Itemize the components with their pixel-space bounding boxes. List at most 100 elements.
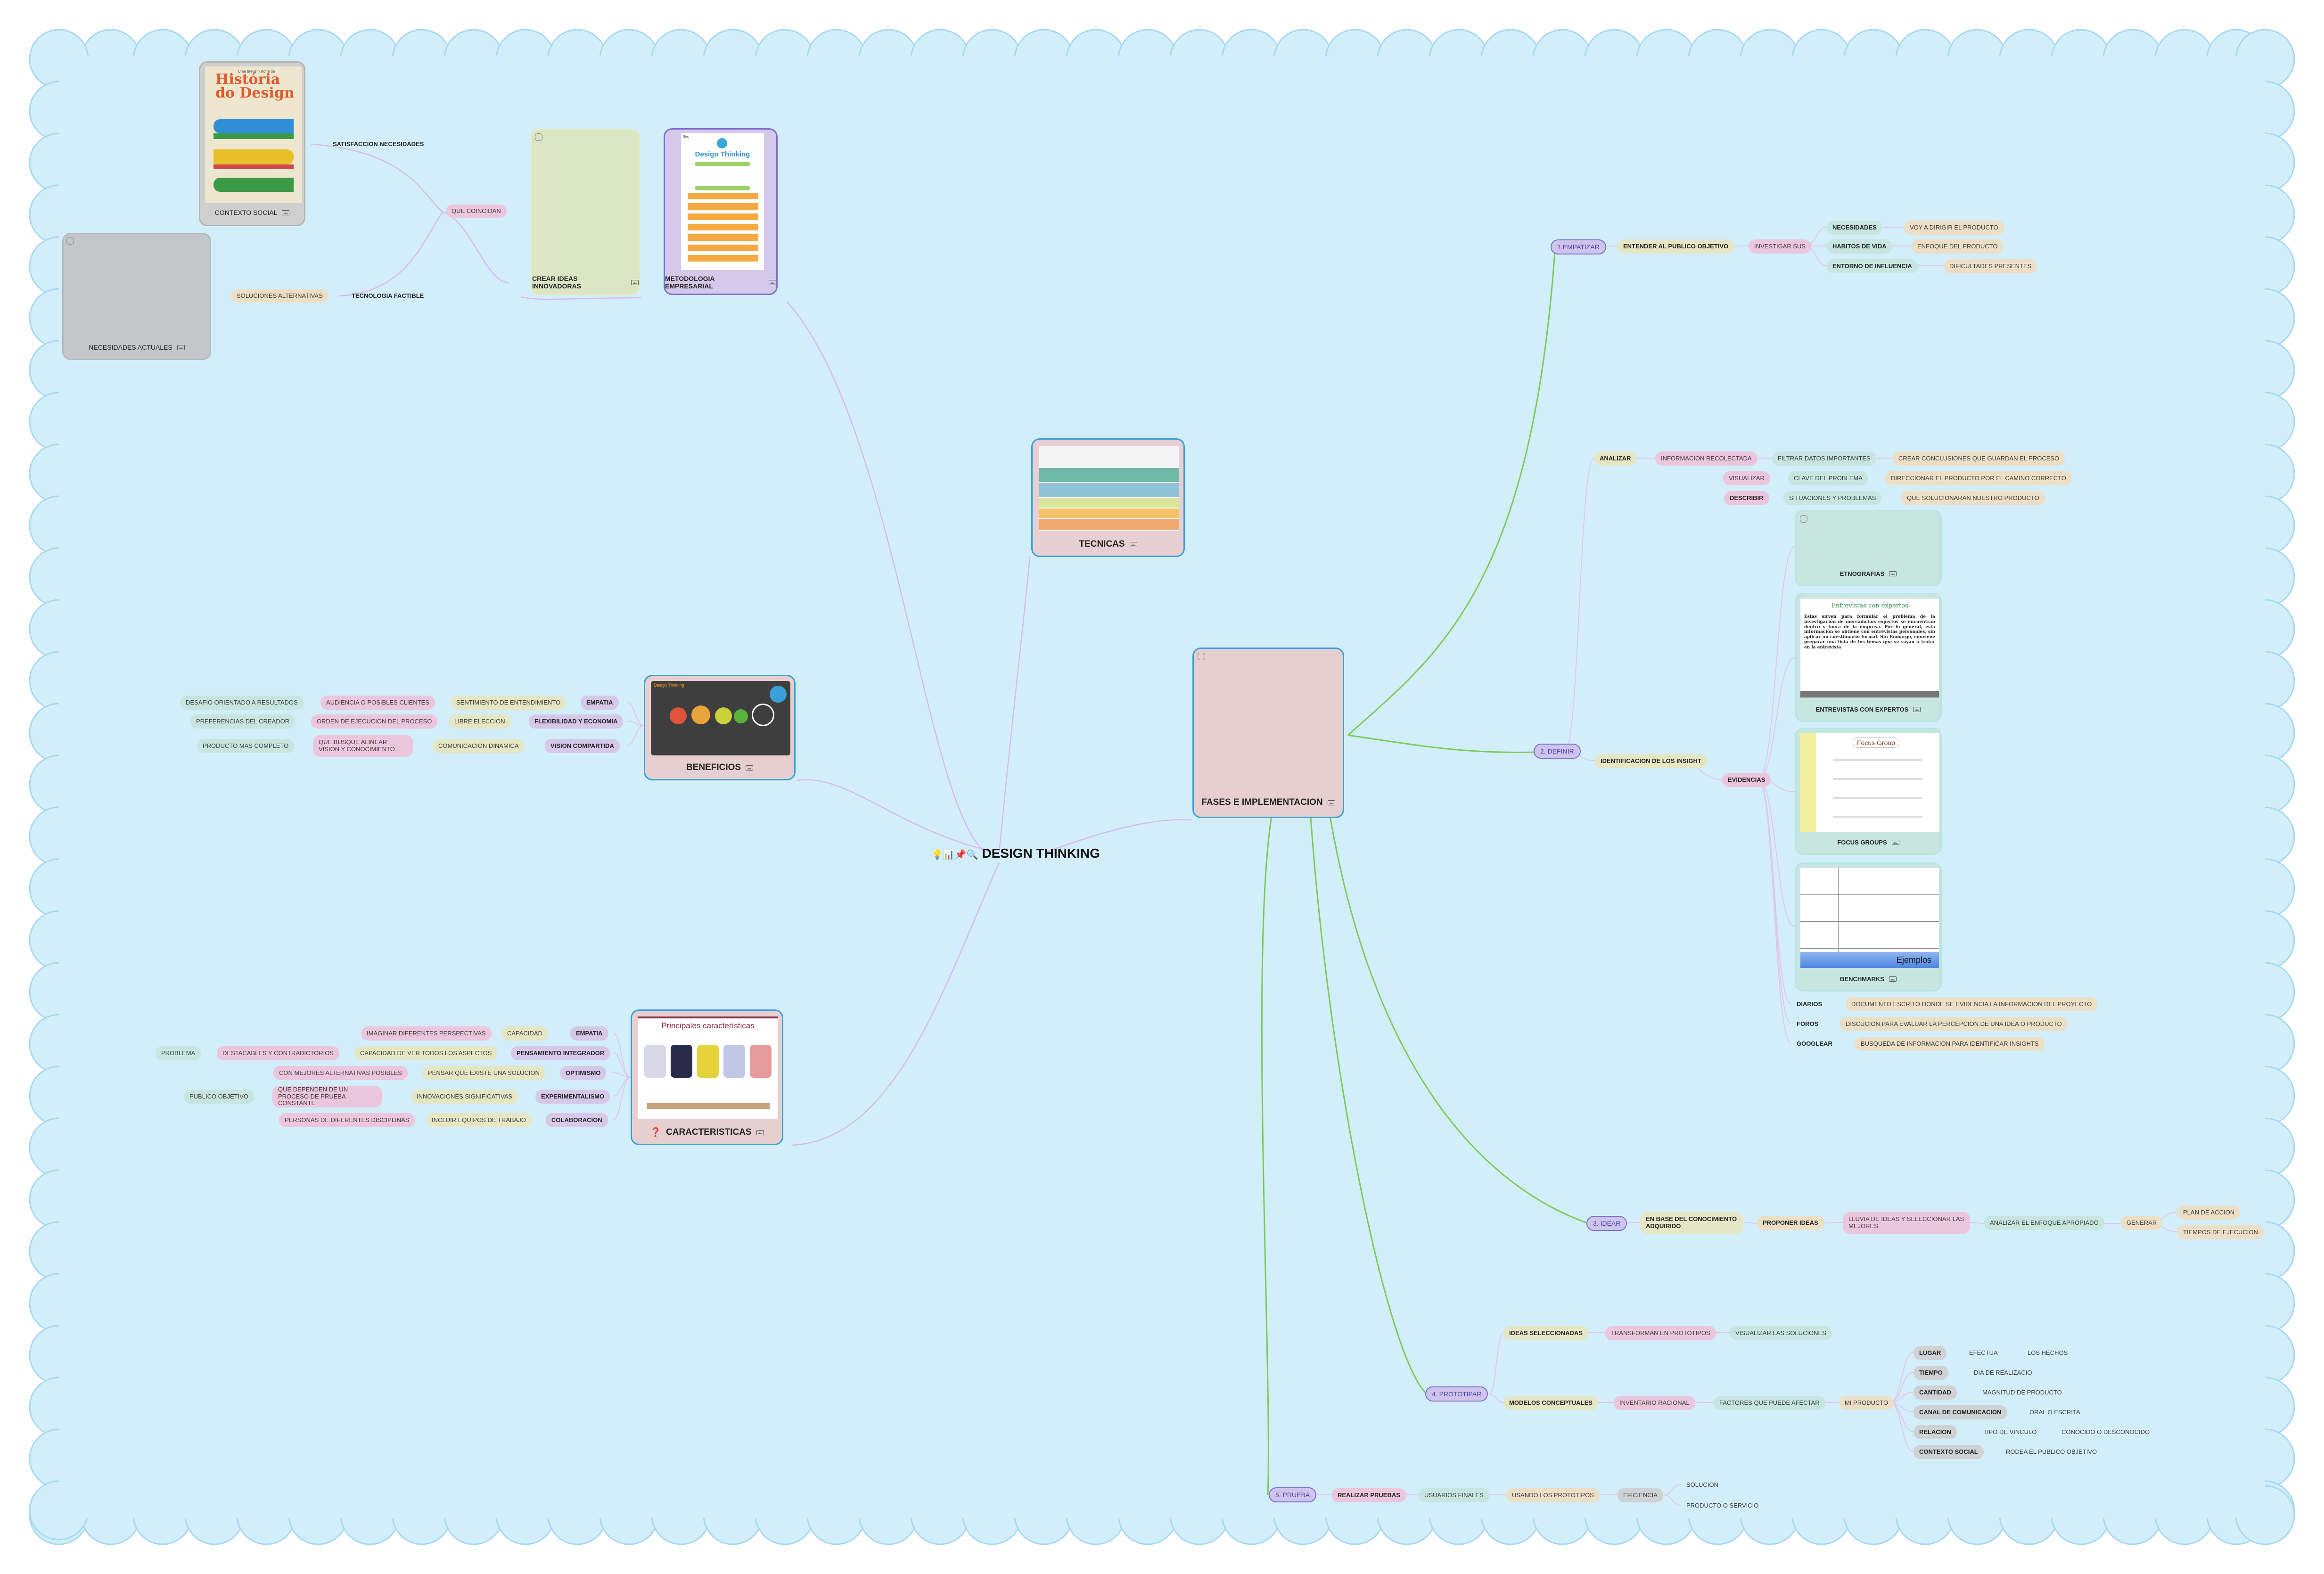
proto-cantidad[interactable]: CANTIDAD — [1913, 1385, 1957, 1400]
proto-tiempo[interactable]: TIEMPO — [1913, 1366, 1948, 1380]
metodologia-card[interactable]: Sinc Design Thinking METODOLOGIA EMPRESA… — [664, 128, 778, 295]
proto-inventario[interactable]: INVENTARIO RACIONAL — [1614, 1396, 1695, 1410]
emp-entender[interactable]: ENTENDER AL PUBLICO OBJETIVO — [1618, 239, 1734, 254]
car-empatia[interactable]: EMPATIA — [570, 1026, 608, 1041]
def-analizar[interactable]: ANALIZAR — [1594, 451, 1637, 466]
prueba-usuarios[interactable]: USUARIOS FINALES — [1419, 1488, 1489, 1502]
def-crear-conclusiones[interactable]: CREAR CONCLUSIONES QUE GUARDAN EL PROCES… — [1893, 451, 2065, 466]
proto-rodea[interactable]: RODEA EL PUBLICO OBJETIVO — [2006, 1448, 2097, 1455]
prueba-eficiencia[interactable]: EFICIENCIA — [1618, 1488, 1663, 1502]
tecnicas-card[interactable]: TECNICAS — [1031, 438, 1185, 557]
benef-flexibilidad[interactable]: FLEXIBILIDAD Y ECONOMIA — [529, 714, 624, 729]
def-describir[interactable]: DESCRIBIR — [1724, 491, 1769, 505]
car-capacidad[interactable]: CAPACIDAD — [501, 1026, 548, 1041]
emp-habitos[interactable]: HABITOS DE VIDA — [1827, 239, 1892, 254]
historia-card[interactable]: Uma breve história da História do Design… — [199, 61, 305, 226]
emp-investigar[interactable]: INVESTIGAR SUS — [1749, 239, 1812, 254]
emp-entorno[interactable]: ENTORNO DE INFLUENCIA — [1827, 259, 1918, 273]
def-diarios-desc[interactable]: DOCUMENTO ESCRITO DONDE SE EVIDENCIA LA … — [1846, 997, 2098, 1011]
def-informacion[interactable]: INFORMACION RECOLECTADA — [1655, 451, 1757, 466]
necesidades-card[interactable]: NECESIDADES ACTUALES — [62, 233, 211, 360]
benef-libre[interactable]: LIBRE ELECCION — [449, 714, 511, 729]
car-publico[interactable]: PUBLICO OBJETIVO — [184, 1090, 254, 1104]
proto-canal[interactable]: CANAL DE COMUNICACION — [1913, 1405, 2007, 1419]
idear-lluvia[interactable]: LLUVIA DE IDEAS Y SELECCIONAR LAS MEJORE… — [1843, 1212, 1970, 1234]
car-capacidad-ver[interactable]: CAPACIDAD DE VER TODOS LOS ASPECTOS — [354, 1046, 498, 1060]
prueba-realizar[interactable]: REALIZAR PRUEBAS — [1332, 1488, 1406, 1502]
proto-factores[interactable]: FACTORES QUE PUEDE AFECTAR — [1714, 1396, 1825, 1410]
benef-producto[interactable]: PRODUCTO MAS COMPLETO — [197, 739, 295, 753]
beneficios-card[interactable]: Design Thinking BENEFICIOS — [644, 675, 796, 780]
benef-audiencia[interactable]: AUDIENCIA O POSIBLES CLIENTES — [320, 696, 435, 710]
def-foros-desc[interactable]: DISCUCION PARA EVALUAR LA PERCEPCION DE … — [1840, 1017, 2068, 1031]
car-innovaciones[interactable]: INNOVACIONES SIGNIFICATIVAS — [411, 1090, 518, 1104]
phase-definir[interactable]: 2. DEFINIR — [1534, 744, 1581, 759]
benef-orden[interactable]: ORDEN DE EJECUCION DEL PROCESO — [311, 714, 438, 729]
proto-los-hechos[interactable]: LOS HECHOS — [2028, 1349, 2068, 1356]
def-diarios[interactable]: DIARIOS — [1797, 1000, 1823, 1008]
que-coincidan[interactable]: QUE COINCIDAN — [446, 205, 507, 218]
phase-empatizar[interactable]: 1.EMPATIZAR — [1551, 239, 1606, 254]
benef-desafio[interactable]: DESAFIO ORIENTADO A RESULTADOS — [180, 696, 304, 710]
benchmarks-card[interactable]: Ejemplos BENCHMARKS — [1795, 862, 1942, 992]
proto-oral[interactable]: ORAL O ESCRITA — [2029, 1408, 2080, 1416]
car-optimismo[interactable]: OPTIMISMO — [560, 1066, 607, 1080]
benef-preferencias[interactable]: PREFERENCIAS DEL CREADOR — [190, 714, 296, 729]
phase-idear[interactable]: 3. IDEAR — [1586, 1216, 1627, 1231]
proto-transforman[interactable]: TRANSFORMAN EN PROTOTIPOS — [1605, 1326, 1716, 1340]
idear-tiempos[interactable]: TIEMPOS DE EJECUCION — [2177, 1225, 2264, 1239]
def-evidencias[interactable]: EVIDENCIAS — [1722, 773, 1771, 787]
proto-magnitud[interactable]: MAGNITUD DE PRODUCTO — [1982, 1388, 2062, 1396]
emp-voy[interactable]: VOY A DIRIGIR EL PRODUCTO — [1904, 221, 2004, 235]
benef-vision[interactable]: VISION COMPARTIDA — [545, 739, 620, 753]
benef-empatia[interactable]: EMPATIA — [581, 696, 619, 710]
car-que-dependen[interactable]: QUE DEPENDEN DE UN PROCESO DE PRUEBA CON… — [272, 1086, 382, 1107]
fases-card[interactable]: FASES E IMPLEMENTACION — [1192, 648, 1344, 818]
idear-analizar[interactable]: ANALIZAR EL ENFOQUE APROPIADO — [1984, 1216, 2104, 1230]
proto-mi-producto[interactable]: MI PRODUCTO — [1839, 1396, 1894, 1410]
def-situaciones[interactable]: SITUACIONES Y PROBLEMAS — [1783, 491, 1882, 505]
car-mejores[interactable]: CON MEJORES ALTERNATIVAS POSIBLES — [273, 1066, 408, 1080]
car-problema[interactable]: PROBLEMA — [156, 1046, 201, 1060]
def-que-solucionaran[interactable]: QUE SOLUCIONARAN NUESTRO PRODUCTO — [1901, 491, 2045, 505]
def-visualizar[interactable]: VISUALIZAR — [1723, 471, 1770, 485]
benef-comunicacion[interactable]: COMUNICACION DINAMICA — [433, 739, 525, 753]
prueba-usando[interactable]: USANDO LOS PROTOTIPOS — [1506, 1488, 1600, 1502]
proto-relacion[interactable]: RELACION — [1913, 1425, 1957, 1439]
prueba-producto[interactable]: PRODUCTO O SERVICIO — [1686, 1501, 1759, 1509]
car-experimentalismo[interactable]: EXPERIMENTALISMO — [535, 1090, 610, 1104]
crear-ideas-card[interactable]: CREAR IDEAS INNOVADORAS — [531, 129, 640, 295]
focus-card[interactable]: Focus Group FOCUS GROUPS — [1795, 728, 1942, 855]
central-topic[interactable]: 💡📊📌🔍 DESIGN THINKING — [931, 846, 1100, 861]
car-destacables[interactable]: DESTACABLES Y CONTRADICTORIOS — [217, 1046, 339, 1060]
def-direccionar[interactable]: DIRECCIONAR EL PRODUCTO POR EL CAMINO CO… — [1885, 471, 2072, 485]
emp-dificultades[interactable]: DIFICULTADES PRESENTES — [1944, 259, 2037, 273]
car-personas[interactable]: PERSONAS DE DIFERENTES DISCIPLINAS — [279, 1113, 415, 1127]
etnografias-card[interactable]: ETNOGRAFIAS — [1795, 510, 1942, 586]
def-foros[interactable]: FOROS — [1797, 1020, 1819, 1027]
def-clave[interactable]: CLAVE DEL PROBLEMA — [1788, 471, 1868, 485]
car-pensamiento[interactable]: PENSAMIENTO INTEGRADOR — [511, 1046, 610, 1060]
prueba-solucion[interactable]: SOLUCION — [1686, 1481, 1718, 1488]
tecnologia-factible[interactable]: TECNOLOGIA FACTIBLE — [352, 292, 424, 299]
entrevistas-card[interactable]: Entrevistas con expertos Estas sirven pa… — [1795, 593, 1942, 722]
proto-lugar[interactable]: LUGAR — [1913, 1346, 1947, 1360]
emp-enfoque[interactable]: ENFOQUE DEL PRODUCTO — [1912, 239, 2004, 254]
def-googlear[interactable]: GOOGLEAR — [1797, 1040, 1832, 1047]
proto-conocido[interactable]: CONOCIDO O DESCONOCIDO — [2061, 1428, 2150, 1435]
benef-sentimiento[interactable]: SENTIMIENTO DE ENTENDIMIENTO — [451, 696, 567, 710]
soluciones-alternativas[interactable]: SOLUCIONES ALTERNATIVAS — [231, 289, 328, 303]
proto-contexto[interactable]: CONTEXTO SOCIAL — [1913, 1445, 1984, 1459]
proto-efectua[interactable]: EFECTUA — [1969, 1349, 1998, 1356]
proto-tipo[interactable]: TIPO DE VINCULO — [1983, 1428, 2037, 1435]
def-googlear-desc[interactable]: BUSQUEDA DE INFORMACION PARA IDENTIFICAR… — [1855, 1037, 2045, 1051]
emp-necesidades[interactable]: NECESIDADES — [1827, 221, 1882, 235]
idear-generar[interactable]: GENERAR — [2121, 1216, 2163, 1230]
proto-ideas[interactable]: IDEAS SELECCIONADAS — [1503, 1326, 1589, 1340]
car-pensar[interactable]: PENSAR QUE EXISTE UNA SOLUCION — [422, 1066, 545, 1080]
car-incluir[interactable]: INCLUIR EQUIPOS DE TRABAJO — [426, 1113, 532, 1127]
benef-que-busque[interactable]: QUE BUSQUE ALINEAR VISION Y CONOCIMIENTO — [313, 735, 413, 757]
proto-visualizar[interactable]: VISUALIZAR LAS SOLUCIONES — [1730, 1326, 1832, 1340]
def-identificacion[interactable]: IDENTIFICACION DE LOS INSIGHT — [1595, 754, 1707, 768]
car-colaboracion[interactable]: COLABORACION — [546, 1113, 608, 1127]
